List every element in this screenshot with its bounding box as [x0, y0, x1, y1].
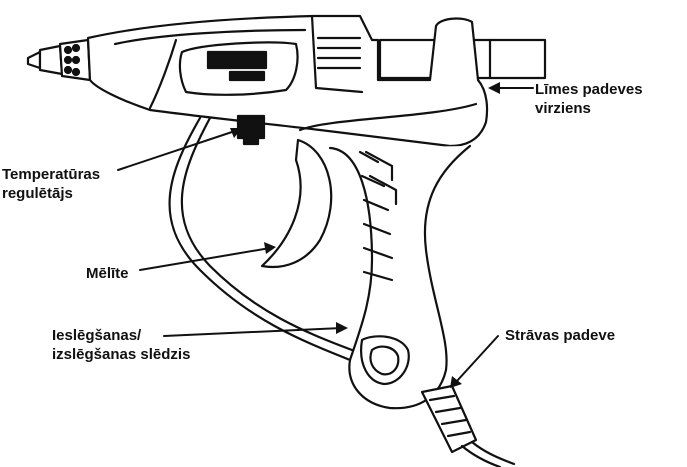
- label-switch-line1: Ieslēgšanas/: [52, 326, 190, 345]
- handle: [330, 146, 470, 408]
- power-cord: [422, 386, 514, 467]
- label-glue-feed-line1: Līmes padeves: [535, 80, 643, 99]
- pointer-power: [456, 336, 498, 382]
- label-glue-feed-direction: Līmes padeves virziens: [535, 80, 643, 118]
- label-temperature-line2: regulētājs: [2, 184, 100, 203]
- nozzle: [28, 40, 90, 80]
- arrowhead-switch: [336, 322, 348, 334]
- pointer-trigger: [140, 248, 270, 270]
- label-temperature-regulator: Temperatūras regulētājs: [2, 165, 100, 203]
- label-temperature-line1: Temperatūras: [2, 165, 100, 184]
- label-trigger: Mēlīte: [86, 264, 129, 283]
- temperature-knob: [238, 116, 264, 144]
- label-power-supply: Strāvas padeve: [505, 326, 615, 345]
- stand-wire: [170, 118, 350, 360]
- label-on-off-switch: Ieslēgšanas/ izslēgšanas slēdzis: [52, 326, 190, 364]
- arrowhead-feed: [488, 82, 500, 94]
- label-glue-feed-line2: virziens: [535, 99, 643, 118]
- gun-body: [88, 16, 487, 146]
- label-switch-line2: izslēgšanas slēdzis: [52, 345, 190, 364]
